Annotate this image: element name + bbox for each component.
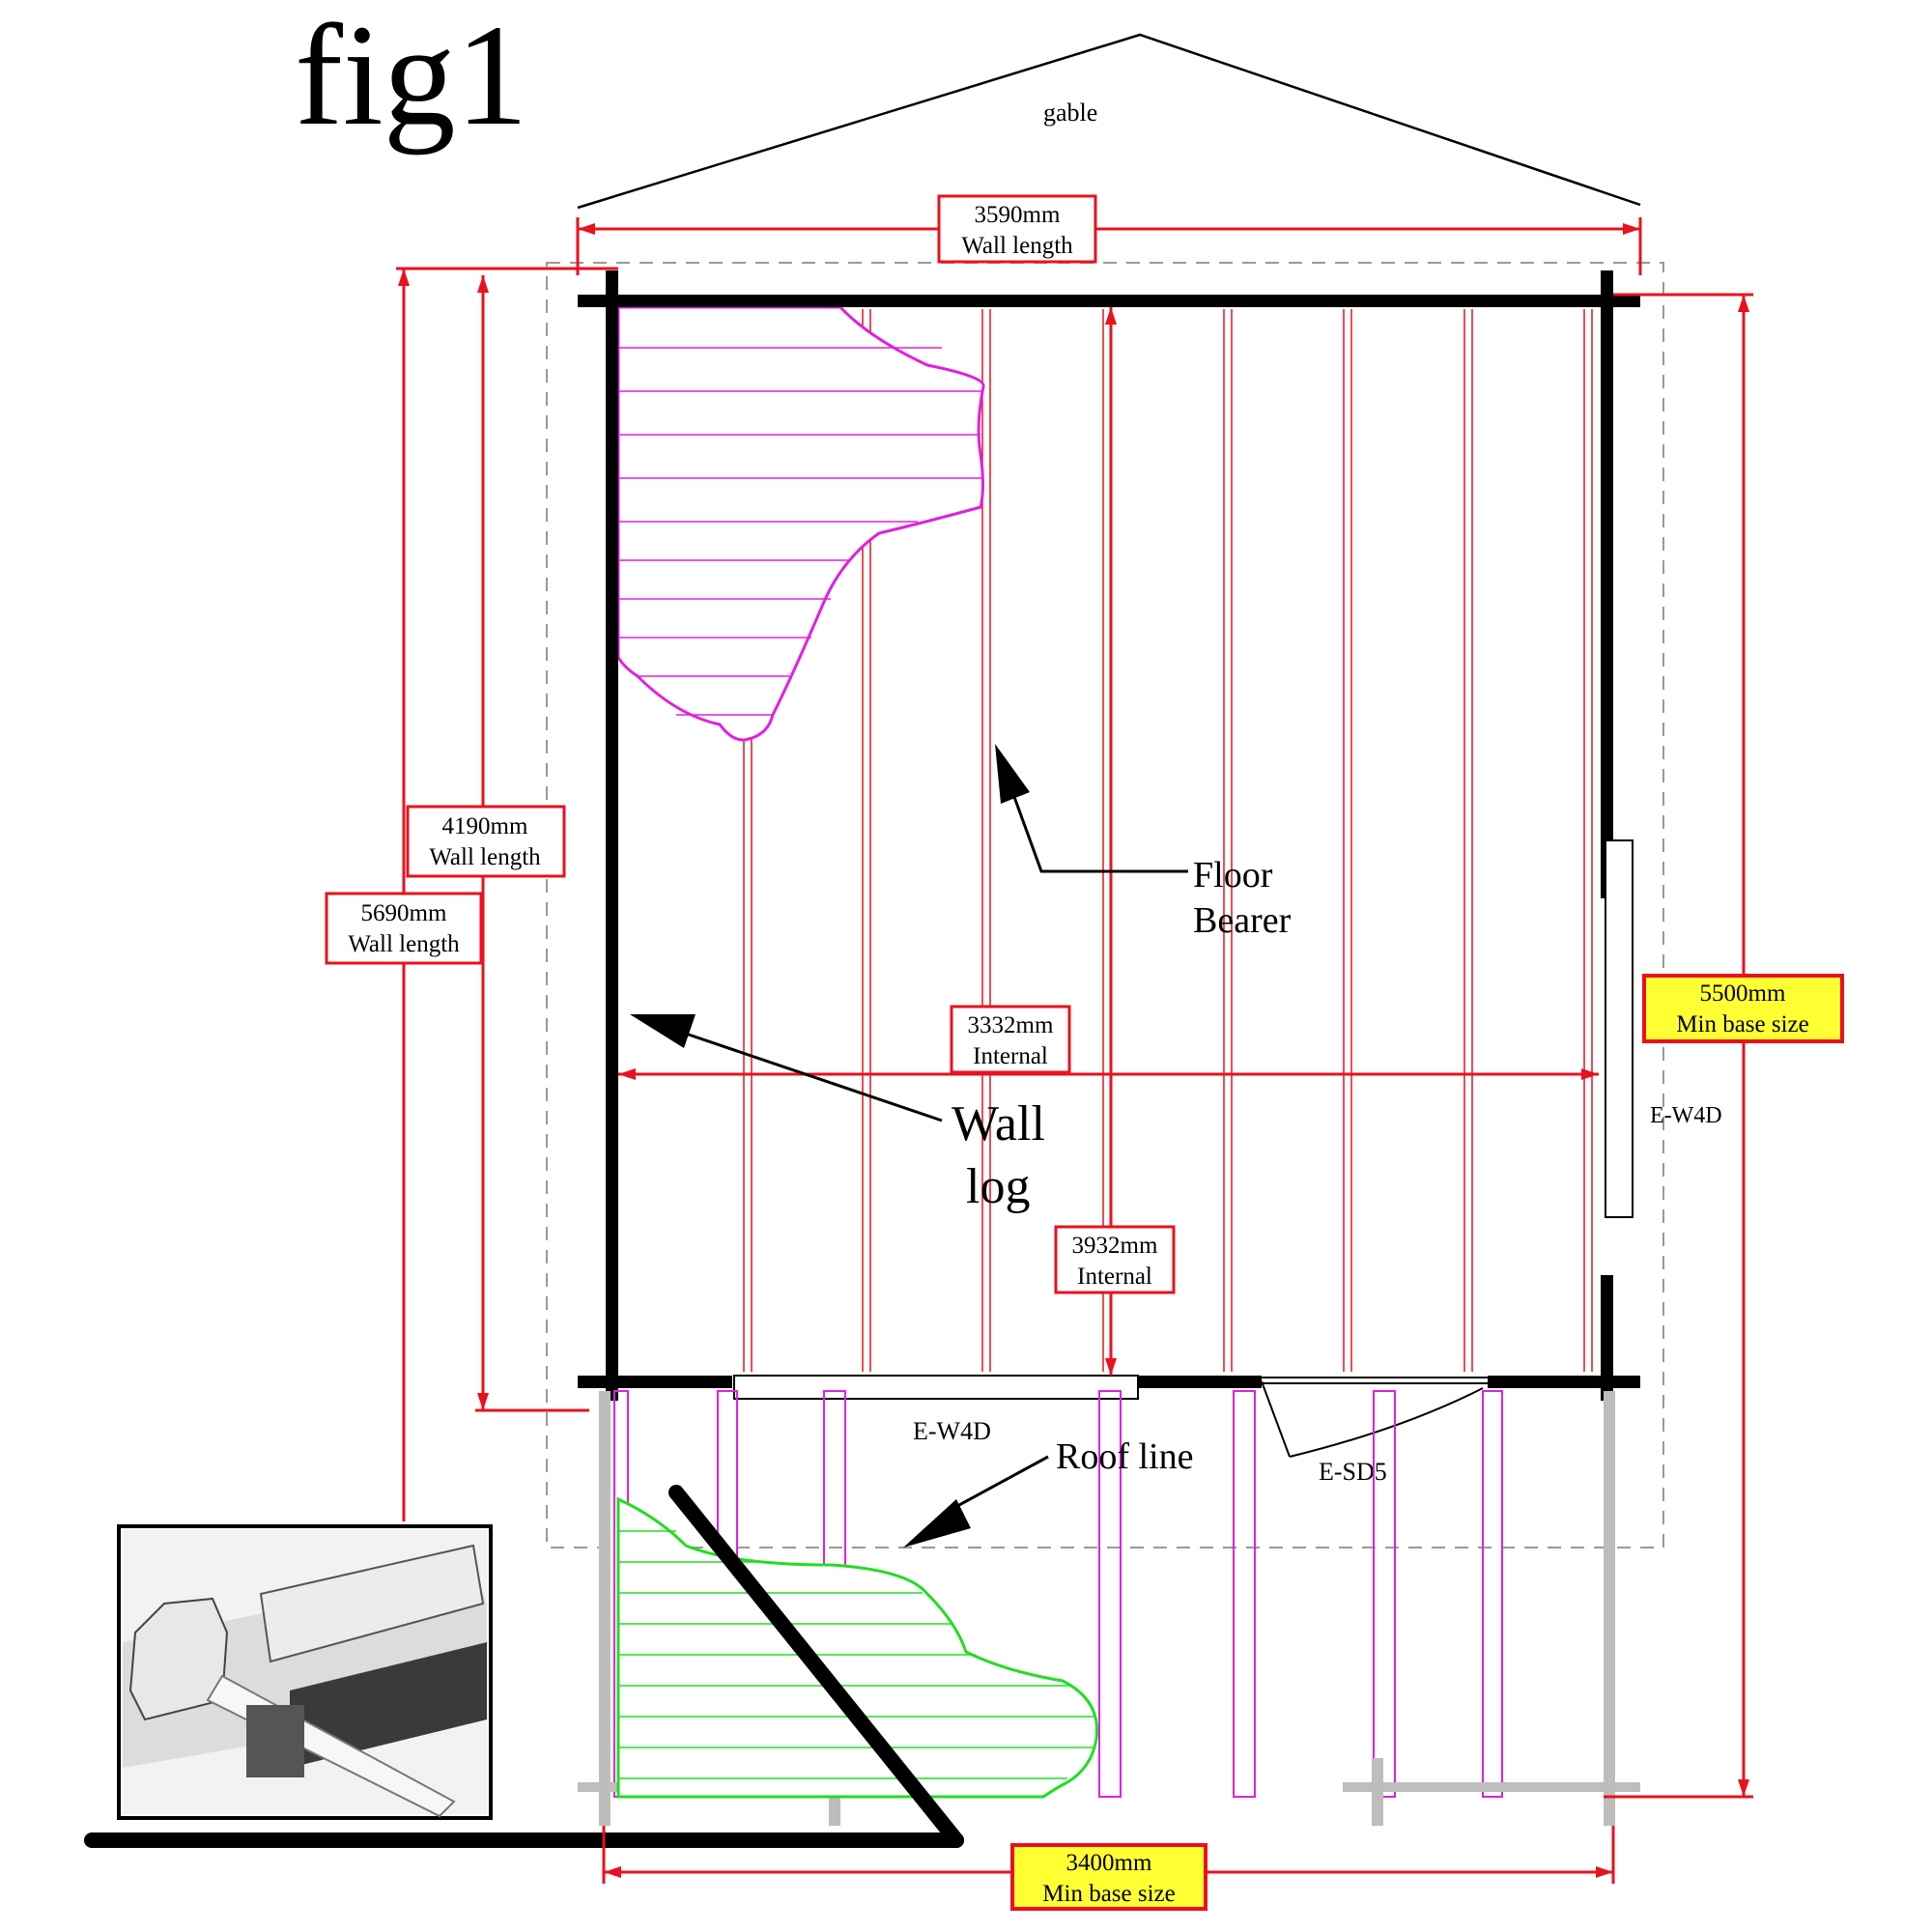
gable-label: gable xyxy=(1043,99,1097,127)
base-outline xyxy=(84,1485,964,1848)
dim-left-wall-a: 4190mm Wall length xyxy=(406,805,566,878)
overhang-outline xyxy=(546,262,1664,1548)
front-window xyxy=(733,1375,1139,1400)
svg-text:Min base size: Min base size xyxy=(1676,1011,1808,1037)
svg-text:Internal: Internal xyxy=(973,1043,1048,1069)
svg-text:3332mm: 3332mm xyxy=(968,1012,1054,1038)
roof-line-callout: Roof line xyxy=(903,1436,1193,1548)
svg-text:Bearer: Bearer xyxy=(1193,900,1292,941)
svg-text:3932mm: 3932mm xyxy=(1072,1233,1158,1259)
dim-base-right: 5500mm Min base size xyxy=(1642,974,1844,1043)
svg-text:5500mm: 5500mm xyxy=(1700,980,1786,1007)
figure-title: fig1 xyxy=(295,0,528,156)
front-window-label: E-W4D xyxy=(913,1417,991,1445)
decking-boards xyxy=(616,1496,1099,1799)
svg-text:Wall: Wall xyxy=(952,1096,1045,1151)
wall-front-left xyxy=(578,1376,732,1388)
wall-top xyxy=(578,295,1640,307)
wall-right xyxy=(1601,270,1613,898)
dim-base-bottom: 3400mm Min base size xyxy=(1010,1843,1208,1911)
floor-bearer-callout: Floor Bearer xyxy=(995,744,1292,941)
svg-text:Wall length: Wall length xyxy=(961,233,1073,259)
wall-left xyxy=(606,270,618,1401)
svg-text:3590mm: 3590mm xyxy=(975,202,1061,228)
wall-right-lower xyxy=(1601,1275,1613,1401)
front-door-label: E-SD5 xyxy=(1319,1458,1387,1486)
svg-text:4190mm: 4190mm xyxy=(442,813,528,839)
floorboards-area xyxy=(616,305,985,742)
svg-text:log: log xyxy=(966,1159,1030,1214)
right-window-label: E-W4D xyxy=(1650,1103,1722,1128)
walls xyxy=(578,270,1640,1401)
right-window xyxy=(1605,839,1634,1218)
dimension-arrowheads xyxy=(398,223,1749,1878)
wall-front-mid xyxy=(1138,1376,1262,1388)
svg-text:Internal: Internal xyxy=(1077,1264,1152,1290)
gable-outline xyxy=(577,33,1641,210)
svg-text:Wall length: Wall length xyxy=(429,844,541,870)
svg-text:Floor: Floor xyxy=(1193,855,1273,895)
dim-left-wall-b: 5690mm Wall length xyxy=(325,892,483,965)
svg-text:3400mm: 3400mm xyxy=(1066,1850,1152,1876)
wall-log-callout: Wall log xyxy=(630,1014,1045,1214)
wall-front-right xyxy=(1488,1376,1640,1388)
svg-text:Min base size: Min base size xyxy=(1042,1881,1175,1907)
floor-bearers xyxy=(743,309,1593,1372)
log-joint-photo xyxy=(117,1524,493,1820)
dim-top-wall: 3590mm Wall length xyxy=(937,194,1097,264)
svg-text:5690mm: 5690mm xyxy=(361,900,447,926)
dim-internal-height: 3932mm Internal xyxy=(1054,1225,1176,1294)
front-door xyxy=(1261,1377,1488,1458)
dim-internal-width: 3332mm Internal xyxy=(950,1005,1071,1074)
svg-text:Roof line: Roof line xyxy=(1056,1436,1193,1477)
svg-text:Wall length: Wall length xyxy=(348,931,460,957)
